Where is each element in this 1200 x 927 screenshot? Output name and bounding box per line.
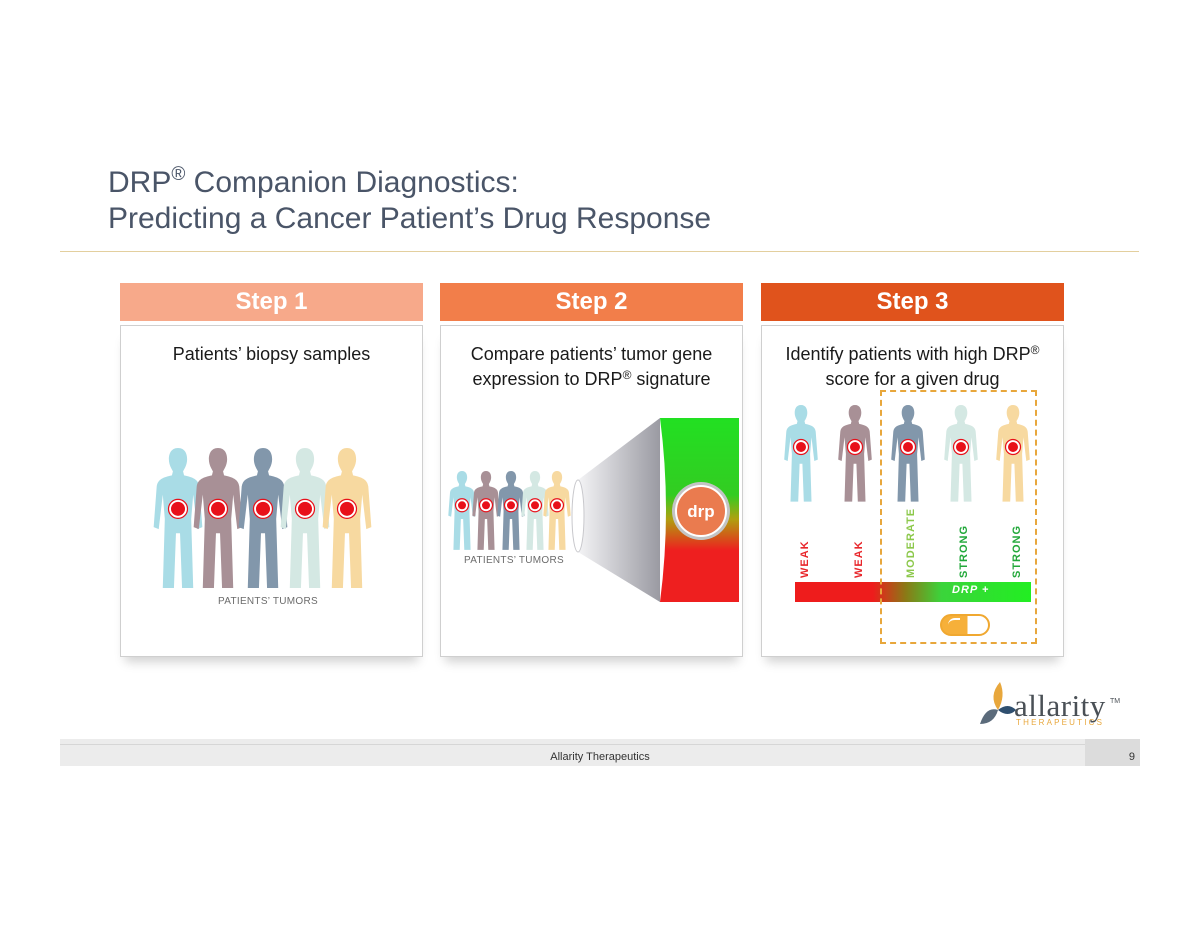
footer-divider <box>60 744 1140 745</box>
patients-tumors-label-2: PATIENTS’ TUMORS <box>464 555 564 566</box>
step-1-header: Step 1 <box>120 283 423 321</box>
step-2-text: Compare patients’ tumor gene expression … <box>470 344 713 389</box>
step-2-card: Compare patients’ tumor gene expression … <box>440 325 743 657</box>
slide-title: DRP® Companion Diagnostics: Predicting a… <box>108 165 711 237</box>
step-2-header: Step 2 <box>440 283 743 321</box>
footer-bar <box>60 739 1140 766</box>
page-number: 9 <box>1128 751 1135 763</box>
logo-trademark: TM <box>1110 698 1121 705</box>
drug-pill-icon <box>940 614 990 636</box>
response-label-weak-1: WEAK <box>799 540 811 578</box>
drp-score-bar <box>795 582 1031 602</box>
title-line-1: DRP® Companion Diagnostics: <box>108 164 519 199</box>
step-1-text: Patients’ biopsy samples <box>172 344 371 364</box>
step-1-card: Patients’ biopsy samples <box>120 325 423 657</box>
response-label-weak-2: WEAK <box>853 540 865 578</box>
footer-company: Allarity Therapeutics <box>550 751 650 763</box>
pill-highlight <box>948 618 960 625</box>
title-divider <box>60 251 1139 252</box>
page-number-box <box>1085 739 1140 766</box>
logo-subtitle: THERAPEUTICS <box>1016 718 1105 727</box>
patients-tumors-label-1: PATIENTS’ TUMORS <box>218 596 318 607</box>
title-line-2: Predicting a Cancer Patient’s Drug Respo… <box>108 202 712 235</box>
logo-wordmark: allarity <box>1014 688 1106 723</box>
drp-plus-label: DRP + <box>952 584 990 596</box>
allarity-leaf-icon <box>980 682 1016 724</box>
step-3-header: Step 3 <box>761 283 1064 321</box>
step-3-text: Identify patients with high DRP® score f… <box>785 343 1040 389</box>
drp-positive-selection-box <box>880 390 1037 644</box>
